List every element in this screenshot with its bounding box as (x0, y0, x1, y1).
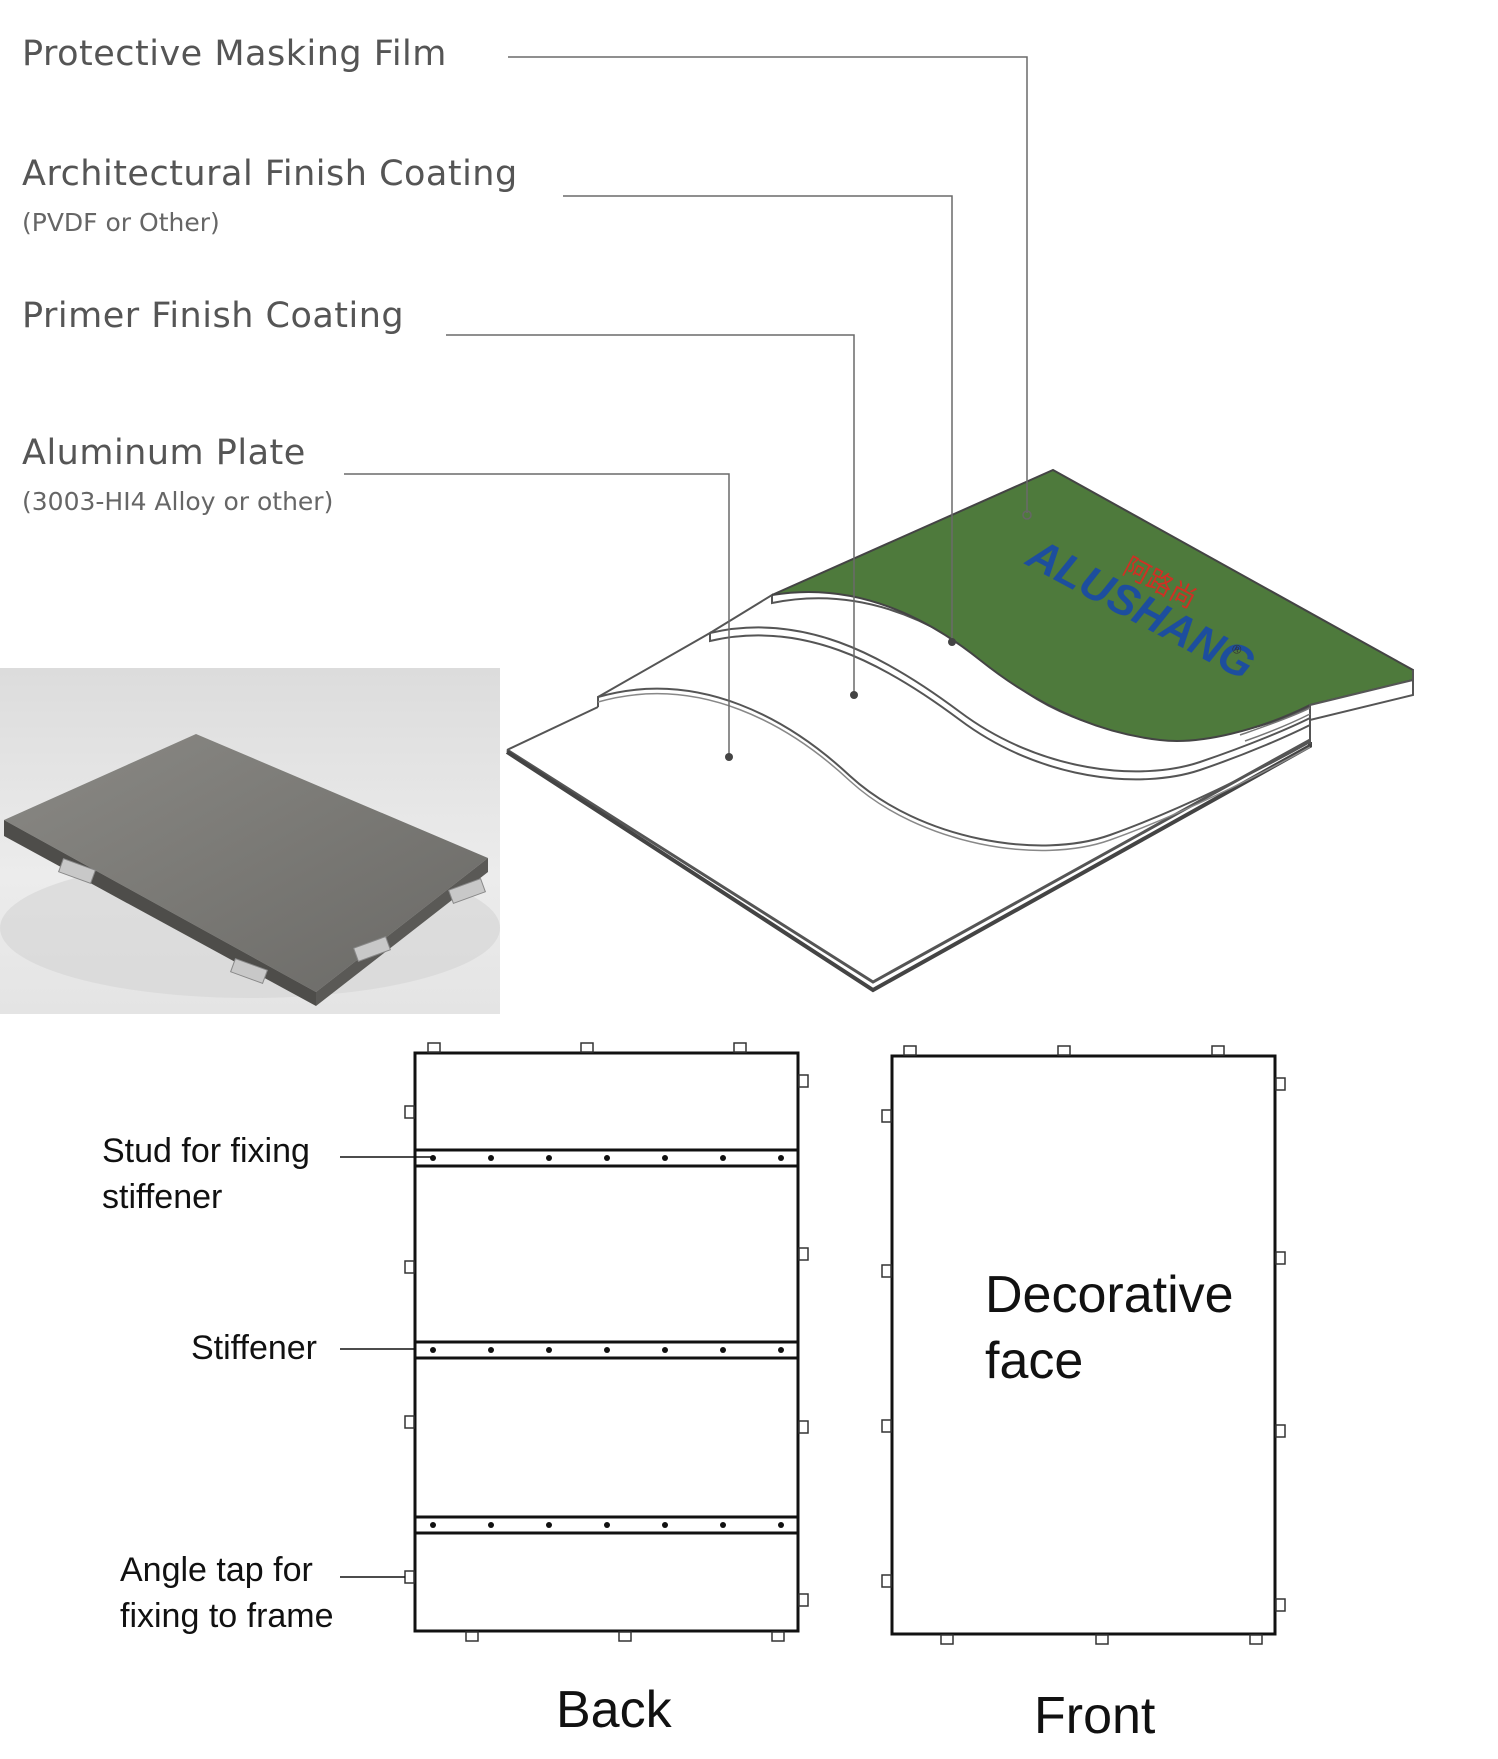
logo-registered-mark: ® (1228, 641, 1245, 659)
label-angle-line2: fixing to frame (120, 1597, 334, 1635)
label-angle-line1: Angle tap for (120, 1551, 313, 1589)
leader-dots (725, 510, 1032, 761)
decorative-face-line2: face (985, 1332, 1084, 1390)
caption-back: Back (556, 1681, 672, 1739)
label-architectural-finish-coating: Architectural Finish Coating (22, 154, 518, 194)
label-angle-tap: Angle tap for fixing to frame (120, 1547, 334, 1639)
label-stud-line2: stiffener (102, 1178, 223, 1216)
label-protective-masking-film: Protective Masking Film (22, 34, 447, 74)
panel-photo (0, 668, 500, 1014)
label-stud-line1: Stud for fixing (102, 1132, 310, 1170)
decorative-face-line1: Decorative (985, 1266, 1234, 1324)
panel-photo-drawing (0, 734, 500, 1006)
back-panel-drawing (340, 1042, 809, 1642)
stiffener-studs (430, 1155, 784, 1528)
front-angle-taps (881, 1045, 1286, 1645)
label-stud-for-fixing-stiffener: Stud for fixing stiffener (102, 1128, 310, 1220)
label-aluminum-plate: Aluminum Plate (22, 433, 306, 473)
label-aluminum-plate-sub: (3003-HI4 Alloy or other) (22, 487, 334, 516)
caption-front: Front (1034, 1687, 1156, 1745)
label-primer-finish-coating: Primer Finish Coating (22, 296, 405, 336)
front-panel-drawing (881, 1045, 1286, 1645)
label-stiffener: Stiffener (191, 1329, 318, 1367)
label-architectural-finish-sub: (PVDF or Other) (22, 208, 220, 237)
exploded-panel-illustration (505, 468, 1414, 993)
decorative-face-label: Decorative face (985, 1262, 1234, 1394)
back-angle-taps (404, 1042, 809, 1642)
leader-lines (344, 56, 1028, 755)
